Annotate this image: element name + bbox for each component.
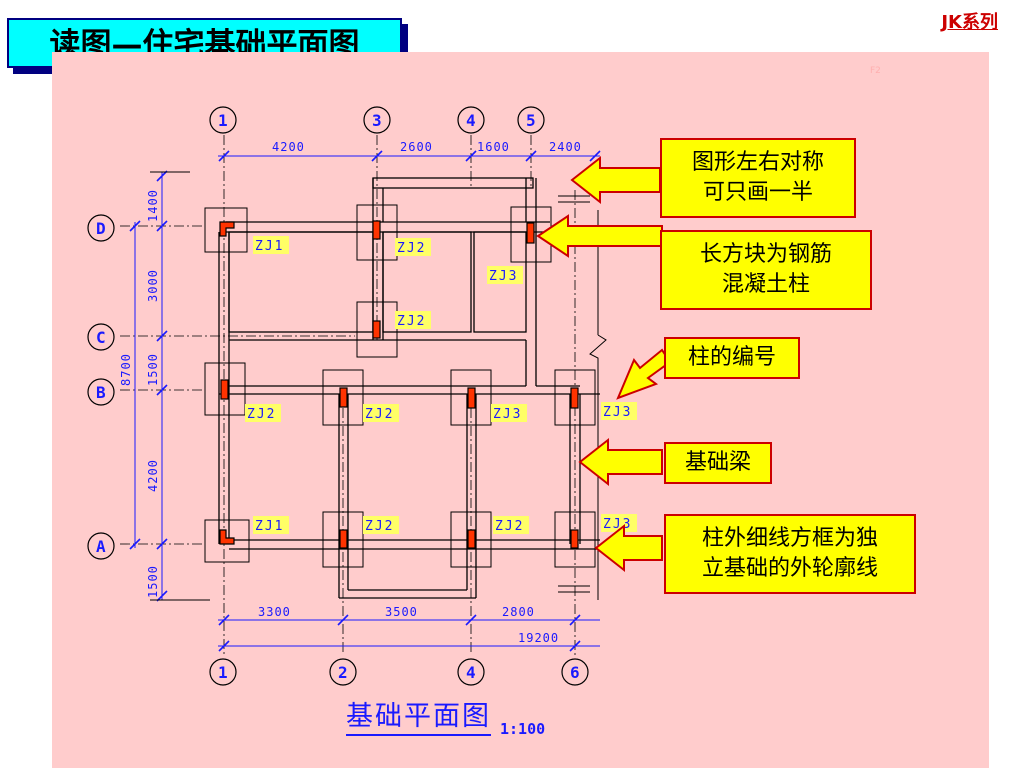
callout-line: 混凝土柱 <box>721 272 810 297</box>
column-label: ZJ2 <box>397 314 426 329</box>
dimension-label: 4200 <box>272 140 305 154</box>
axis-label: 1 <box>218 663 228 682</box>
callout-column-number: 柱的编号 <box>664 337 800 379</box>
bottom-axis-bubbles: 1 2 4 6 <box>209 658 589 686</box>
column-label: ZJ1 <box>255 239 284 254</box>
row-axis-bubbles: D C B A <box>87 214 115 560</box>
callout-line: 柱外细线方框为独 <box>701 526 878 551</box>
series-tag[interactable]: JK系列 <box>941 12 998 33</box>
axis-label: B <box>96 383 106 402</box>
isolated-footing-outlines <box>204 204 596 568</box>
dimension-label: 1400 <box>146 189 160 222</box>
axis-label: 2 <box>338 663 348 682</box>
plan-title: 基础平面图 <box>346 700 491 736</box>
dimension-label: 19200 <box>518 631 559 645</box>
dimension-label: 3500 <box>385 605 418 619</box>
plan-scale: 1:100 <box>500 720 546 738</box>
callout-footing-outline: 柱外细线方框为独 立基础的外轮廓线 <box>664 514 916 594</box>
column-label: ZJ3 <box>489 269 518 284</box>
dimension-label: 4200 <box>146 459 160 492</box>
dimension-label: 3300 <box>258 605 291 619</box>
dimension-label: 1600 <box>477 140 510 154</box>
axis-label: 5 <box>526 111 536 130</box>
callout-line: 立基础的外轮廓线 <box>701 556 878 581</box>
arrow-icon <box>616 348 672 400</box>
dimension-label: 8700 <box>119 353 133 386</box>
callout-line: 长方块为钢筋 <box>699 242 832 267</box>
arrow-icon <box>594 523 663 573</box>
corner-mark: F2 <box>870 66 881 76</box>
dimension-label: 1500 <box>146 353 160 386</box>
top-dimension-line: 4200 2600 1600 2400 <box>218 140 601 162</box>
column-label: ZJ2 <box>365 407 394 422</box>
left-dimension-lines: 1400 3000 1500 4200 1500 8700 <box>119 170 210 602</box>
arrow-icon <box>570 155 661 205</box>
column-label: ZJ2 <box>365 519 394 534</box>
callout-foundation-beam: 基础梁 <box>664 442 772 484</box>
callout-line: 图形左右对称 <box>691 150 824 175</box>
column-label: ZJ1 <box>255 519 284 534</box>
dimension-label: 1500 <box>146 565 160 598</box>
bottom-dimension-lines: 3300 3500 2800 19200 <box>218 605 600 652</box>
dimension-label: 2600 <box>400 140 433 154</box>
axis-label: 4 <box>466 663 476 682</box>
callout-arrows <box>536 155 672 573</box>
column-label: ZJ2 <box>397 241 426 256</box>
axis-label: C <box>96 328 106 347</box>
dimension-label: 2400 <box>549 140 582 154</box>
column-label: ZJ3 <box>493 407 522 422</box>
callout-line: 柱的编号 <box>687 345 776 370</box>
axis-label: 6 <box>570 663 580 682</box>
column-label: ZJ2 <box>247 407 276 422</box>
axis-label: 1 <box>218 111 228 130</box>
dimension-label: 3000 <box>146 269 160 302</box>
callout-line: 可只画一半 <box>702 180 813 205</box>
top-axis-bubbles: 1 3 4 5 <box>209 106 545 134</box>
column-label: ZJ2 <box>495 519 524 534</box>
arrow-icon <box>536 214 663 258</box>
column-labels: ZJ1 ZJ2 ZJ3 ZJ2 ZJ2 ZJ2 ZJ3 ZJ3 ZJ1 ZJ2 … <box>245 236 637 534</box>
axis-label: 4 <box>466 111 476 130</box>
callout-rc-column: 长方块为钢筋 混凝土柱 <box>660 230 872 310</box>
axis-label: D <box>96 219 106 238</box>
axis-label: A <box>96 537 106 556</box>
axis-label: 3 <box>372 111 382 130</box>
column-label: ZJ3 <box>603 405 632 420</box>
rc-columns <box>219 220 579 549</box>
callout-line: 基础梁 <box>684 450 751 475</box>
arrow-icon <box>578 437 663 487</box>
callout-symmetry: 图形左右对称 可只画一半 <box>660 138 856 218</box>
dimension-label: 2800 <box>502 605 535 619</box>
